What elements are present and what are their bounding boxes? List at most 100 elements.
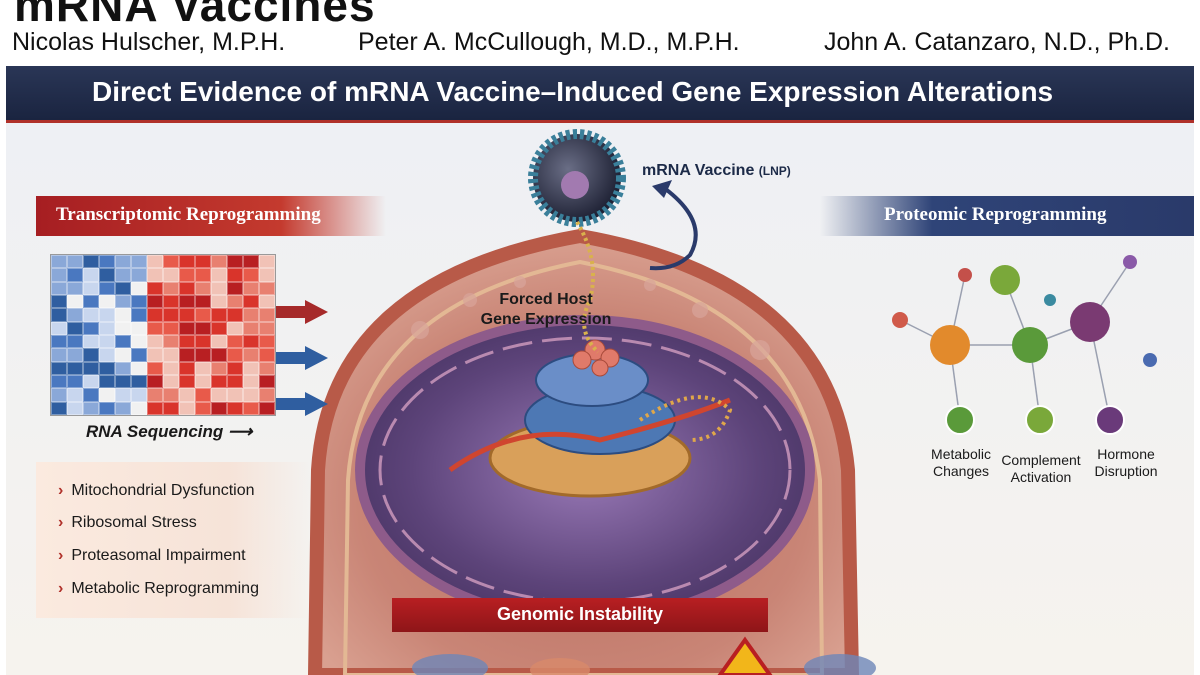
heatmap-cell	[147, 321, 163, 335]
heatmap-cell	[195, 268, 211, 282]
heatmap-cell	[51, 401, 67, 415]
infographic-banner: Direct Evidence of mRNA Vaccine–Induced …	[6, 66, 1194, 123]
heatmap-cell	[227, 294, 243, 309]
heatmap-cell	[163, 374, 179, 389]
heatmap-cell	[67, 294, 83, 309]
heatmap-cell	[211, 268, 227, 282]
heatmap-cell	[51, 334, 67, 349]
heatmap-cell	[51, 321, 67, 335]
heatmap-cell	[99, 268, 115, 282]
heatmap-cell	[147, 374, 163, 389]
heatmap-cell	[131, 348, 147, 362]
heatmap-cell	[243, 294, 259, 309]
heatmap-cell	[83, 388, 99, 402]
heatmap-cell	[131, 388, 147, 402]
heatmap-cell	[99, 334, 115, 349]
heatmap-cell	[83, 255, 99, 269]
heatmap-cell	[147, 308, 163, 322]
heatmap-cell	[99, 361, 115, 375]
heatmap-cell	[99, 308, 115, 322]
heatmap-cell	[99, 321, 115, 335]
heatmap-cell	[131, 401, 147, 415]
heatmap-cell	[243, 281, 259, 295]
heatmap-cell	[227, 388, 243, 402]
heatmap-cell	[131, 268, 147, 282]
heatmap-cell	[179, 321, 195, 335]
heatmap-cell	[179, 281, 195, 295]
genomic-label: Genomic Instability	[496, 604, 664, 624]
mrna-vaccine-label: mRNA Vaccine (LNP)	[642, 162, 791, 179]
heatmap-cell	[51, 294, 67, 309]
heatmap-cell	[163, 388, 179, 402]
heatmap-cell	[243, 401, 259, 415]
heatmap-cell	[131, 308, 147, 322]
heatmap-cell	[147, 281, 163, 295]
author-list: Nicolas Hulscher, M.P.H. Peter A. McCull…	[0, 28, 1200, 64]
heatmap-cell	[243, 255, 259, 269]
heatmap-cell	[243, 308, 259, 322]
list-item: ›Proteasomal Impairment	[58, 547, 246, 564]
heatmap-cell	[83, 401, 99, 415]
heatmap-cell	[259, 308, 275, 322]
heatmap-cell	[195, 281, 211, 295]
heatmap-cell	[179, 268, 195, 282]
heatmap-cell	[51, 281, 67, 295]
heatmap-cell	[179, 334, 195, 349]
heatmap-cell	[163, 334, 179, 349]
heatmap-cell	[163, 308, 179, 322]
heatmap-cell	[67, 321, 83, 335]
heatmap-cell	[195, 401, 211, 415]
heatmap-cell	[115, 321, 131, 335]
heatmap-cell	[243, 268, 259, 282]
heatmap-cell	[243, 388, 259, 402]
heatmap-cell	[259, 321, 275, 335]
heatmap-cell	[99, 348, 115, 362]
heatmap-cell	[243, 334, 259, 349]
heatmap-cell	[99, 281, 115, 295]
heatmap-cell	[195, 374, 211, 389]
heatmap-cell	[83, 268, 99, 282]
heatmap-cell	[67, 374, 83, 389]
heatmap-cell	[131, 374, 147, 389]
transcriptomic-header: Transcriptomic Reprogramming	[36, 196, 386, 236]
heatmap-cell	[259, 268, 275, 282]
list-item: ›Mitochondrial Dysfunction	[58, 482, 255, 499]
heatmap-cell	[51, 348, 67, 362]
heatmap-cell	[211, 388, 227, 402]
heatmap-cell	[115, 334, 131, 349]
heatmap-cell	[163, 268, 179, 282]
heatmap-cell	[259, 374, 275, 389]
heatmap-cell	[195, 308, 211, 322]
heatmap-cell	[67, 308, 83, 322]
heatmap-cell	[243, 374, 259, 389]
heatmap-cell	[243, 348, 259, 362]
heatmap-cell	[211, 348, 227, 362]
heatmap-cell	[195, 348, 211, 362]
heatmap-cell	[179, 388, 195, 402]
heatmap-cell	[51, 374, 67, 389]
heatmap-cell	[83, 308, 99, 322]
proteomic-header: Proteomic Reprogramming	[820, 196, 1194, 236]
heatmap-arrows	[275, 300, 328, 416]
heatmap-cell	[211, 374, 227, 389]
list-item: ›Ribosomal Stress	[58, 514, 197, 531]
proteomic-header-label: Proteomic Reprogramming	[884, 204, 1107, 225]
heatmap-cell	[211, 281, 227, 295]
heatmap-cell	[163, 348, 179, 362]
heatmap-cell	[163, 361, 179, 375]
heatmap-cell	[243, 321, 259, 335]
entry-arrow	[649, 183, 698, 271]
heatmap-cell	[83, 321, 99, 335]
heatmap-cell	[227, 281, 243, 295]
heatmap-cell	[227, 308, 243, 322]
heatmap-cell	[147, 334, 163, 349]
heatmap-cell	[115, 294, 131, 309]
heatmap-cell	[51, 388, 67, 402]
heatmap-cell	[147, 361, 163, 375]
heatmap-cell	[243, 361, 259, 375]
heatmap-cell	[83, 374, 99, 389]
transcriptomic-header-label: Transcriptomic Reprogramming	[56, 204, 321, 225]
heatmap-cell	[227, 374, 243, 389]
